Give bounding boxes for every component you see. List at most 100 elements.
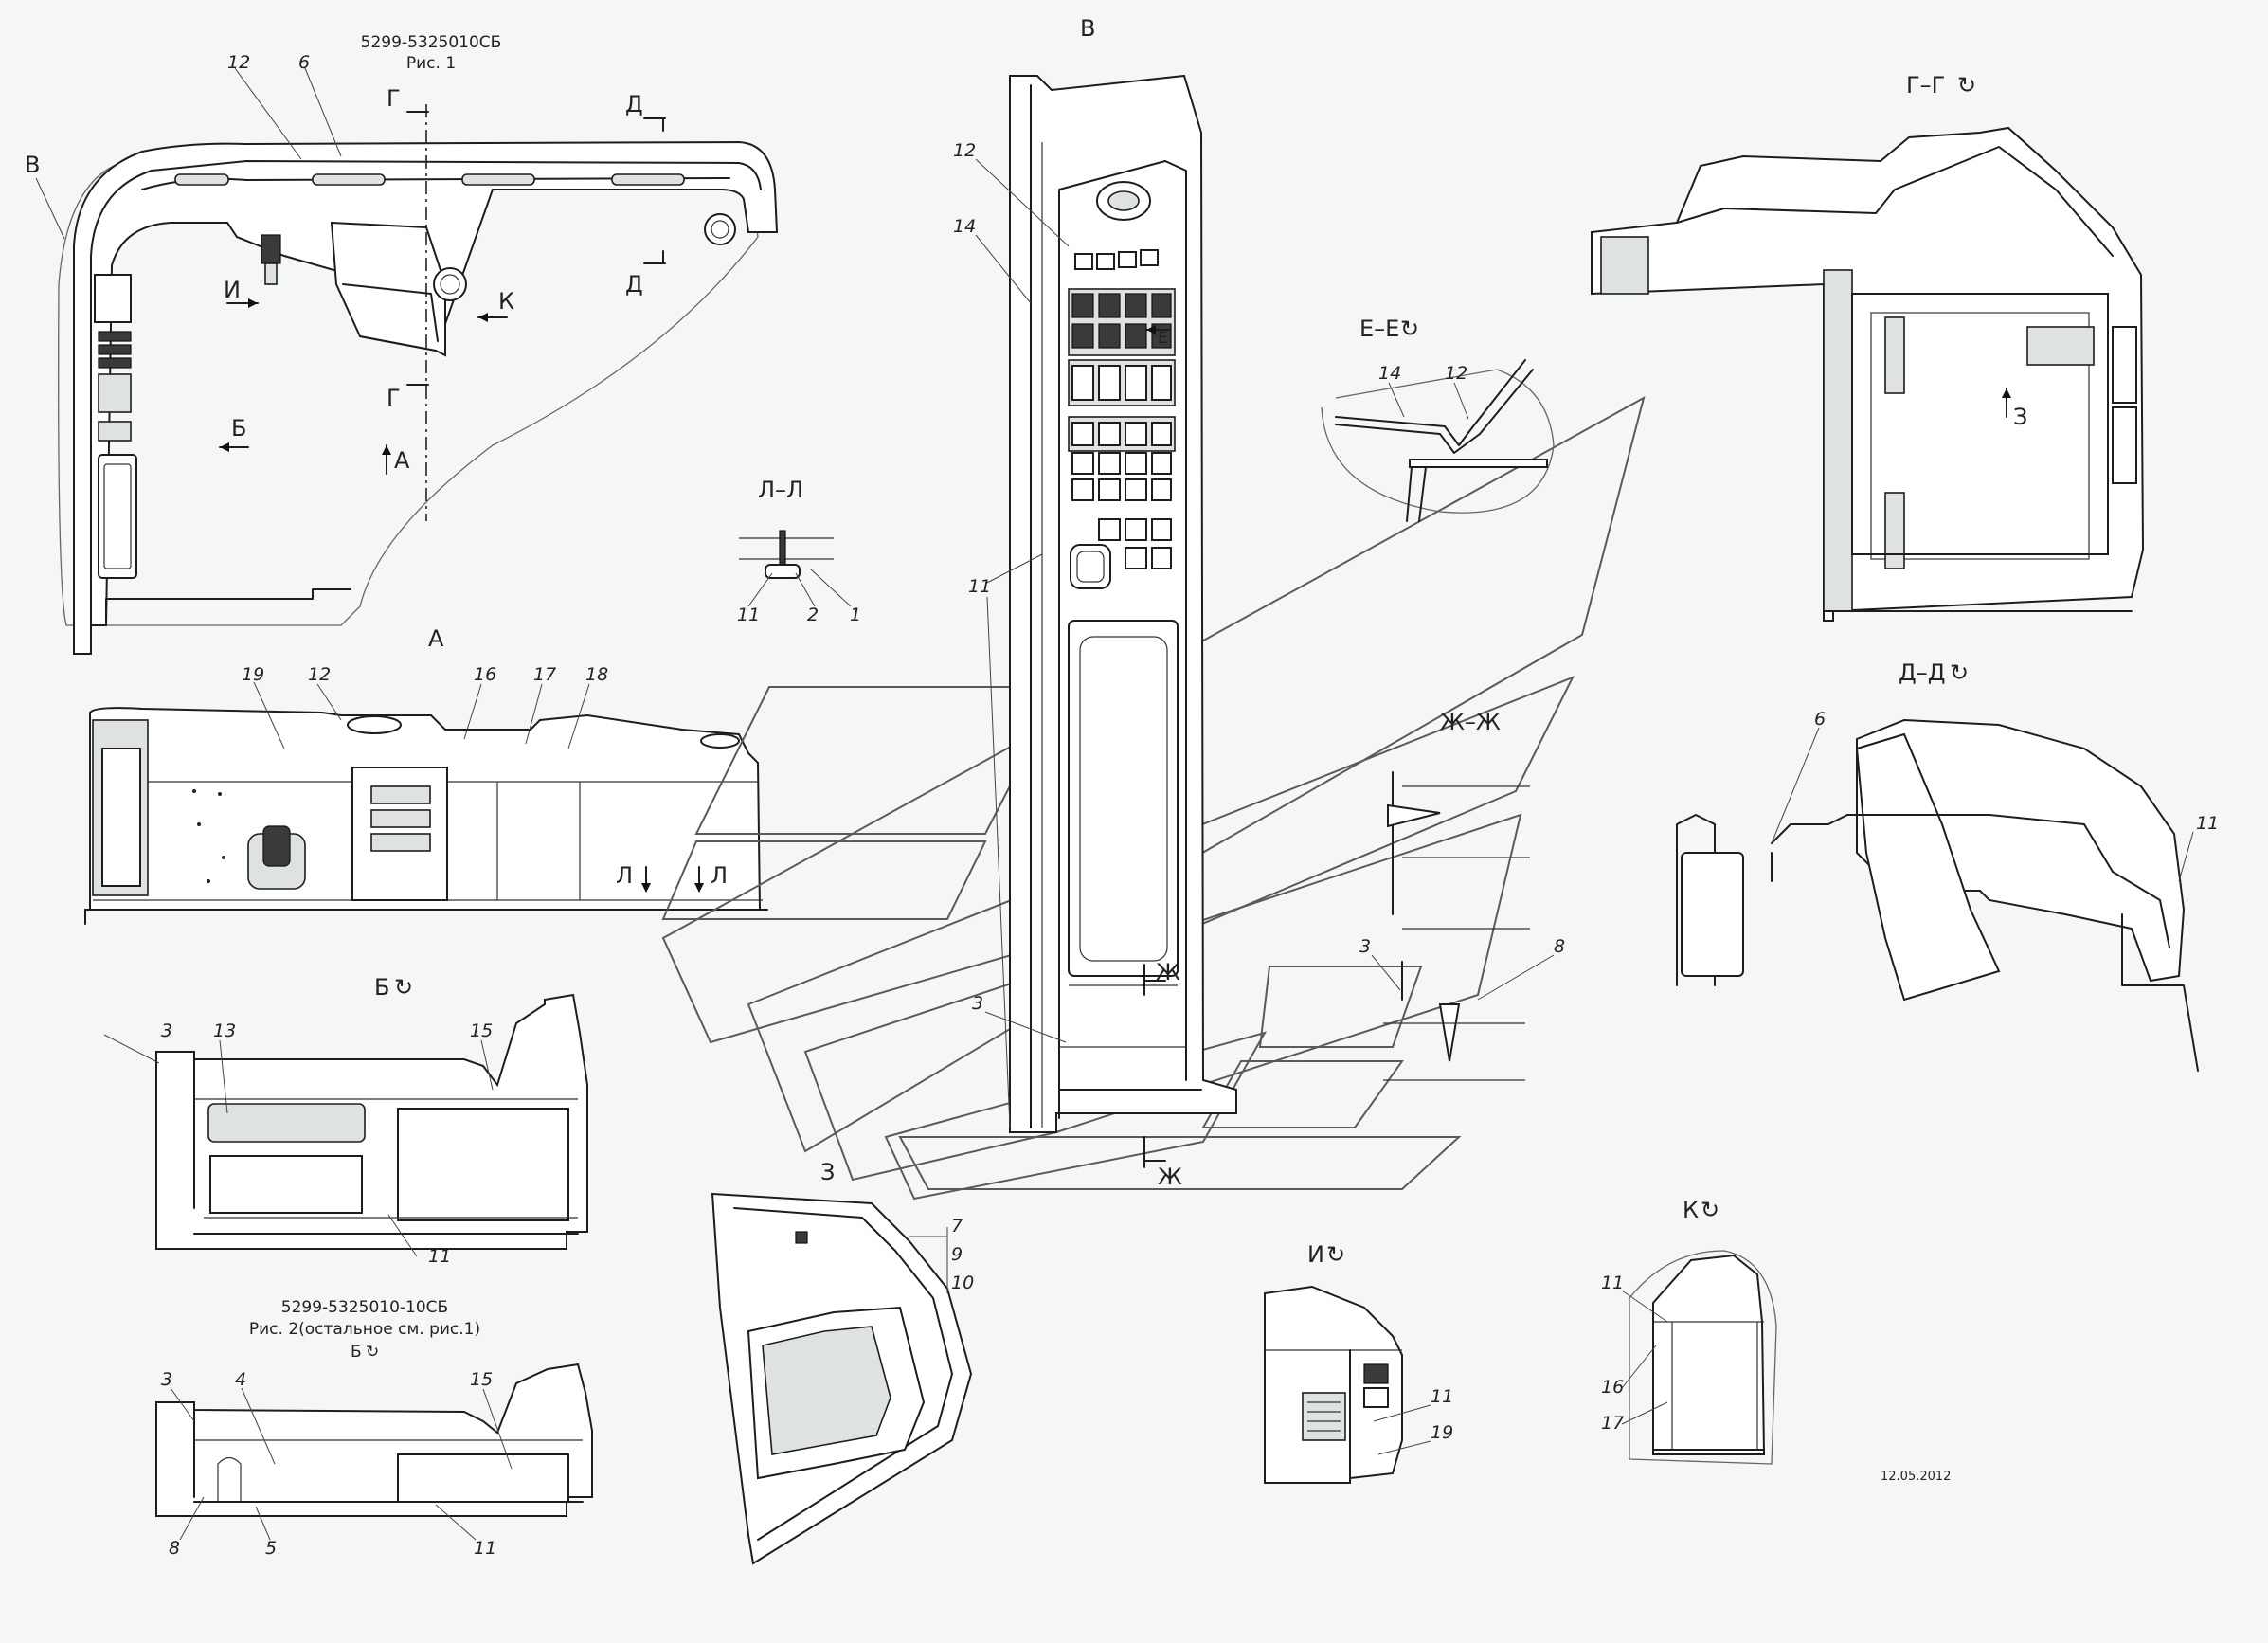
part-2: 2 bbox=[807, 605, 819, 625]
part-11: 11 bbox=[1431, 1386, 1453, 1407]
part-11: 11 bbox=[1601, 1273, 1624, 1293]
top-vent bbox=[700, 733, 740, 749]
view-z-label: З bbox=[820, 1159, 835, 1185]
leader bbox=[809, 568, 852, 607]
fig2-caption: Рис. 2(остальное см. рис.1) bbox=[249, 1320, 480, 1339]
panel-button bbox=[1074, 253, 1093, 270]
part-12: 12 bbox=[1445, 363, 1467, 384]
part-4: 4 bbox=[235, 1369, 246, 1390]
drawing-date: 12.05.2012 bbox=[1881, 1470, 1951, 1484]
panel-outer bbox=[1009, 74, 1237, 1133]
switch bbox=[1071, 365, 1094, 401]
view-b-lower-panel bbox=[209, 1155, 363, 1214]
round-gauge-inner bbox=[440, 274, 460, 295]
section-d-d: Д–Д ↻ 6 11 bbox=[1676, 659, 2219, 1072]
leader bbox=[747, 572, 773, 607]
view-i-switch bbox=[1363, 1363, 1389, 1384]
switch-row bbox=[98, 344, 132, 355]
marker-zh-top: Ж bbox=[1156, 959, 1180, 985]
leader bbox=[482, 1388, 513, 1470]
part-11: 11 bbox=[2196, 813, 2219, 834]
screw-bottom bbox=[1438, 1003, 1461, 1062]
keypad bbox=[98, 373, 132, 413]
square-gauge-inner bbox=[1076, 551, 1105, 583]
part-17: 17 bbox=[1601, 1413, 1624, 1434]
view-i-body bbox=[1264, 1285, 1403, 1484]
section-l-label: Л–Л bbox=[758, 477, 803, 503]
fig2-title: 5299-5325010-10СБ Рис. 2(остальное см. р… bbox=[249, 1298, 480, 1362]
marker-d-top: Д bbox=[625, 91, 643, 117]
fig2-code: 5299-5325010-10СБ bbox=[281, 1298, 448, 1317]
callout-connectors bbox=[661, 396, 1646, 1201]
leader bbox=[1373, 1404, 1431, 1422]
part-14: 14 bbox=[953, 216, 976, 237]
small-switches bbox=[98, 421, 132, 442]
part-8: 8 bbox=[1554, 936, 1565, 957]
leader bbox=[975, 234, 1032, 304]
fastener bbox=[779, 530, 786, 566]
vent-slot bbox=[312, 173, 386, 186]
section-g-side bbox=[2112, 326, 2137, 404]
part-13: 13 bbox=[213, 1020, 236, 1041]
lever-grip bbox=[262, 825, 291, 867]
leader bbox=[179, 1496, 205, 1541]
part-12: 12 bbox=[953, 140, 976, 161]
leader bbox=[525, 683, 543, 745]
connector bbox=[661, 840, 987, 920]
section-e-plate bbox=[1409, 459, 1548, 468]
switch bbox=[1125, 547, 1147, 569]
switch bbox=[1151, 365, 1172, 401]
leader bbox=[567, 683, 590, 749]
round-vent-inner bbox=[711, 220, 729, 239]
glovebox bbox=[98, 454, 137, 579]
leader bbox=[1388, 382, 1405, 418]
panel-button bbox=[1118, 251, 1137, 268]
arrow-head bbox=[248, 298, 258, 308]
plan-view-label: В bbox=[25, 152, 40, 178]
switch bbox=[1098, 518, 1121, 541]
switch bbox=[1151, 518, 1172, 541]
marker-l-right: Л bbox=[711, 862, 728, 889]
leader bbox=[463, 683, 482, 740]
leader bbox=[1771, 727, 1820, 844]
arrow-head bbox=[2002, 388, 2011, 398]
section-e-e: Е–Е ↻ 14 12 bbox=[1321, 316, 1555, 522]
view-v: В bbox=[953, 15, 1237, 1190]
leader bbox=[1371, 954, 1401, 991]
rotation-symbol: ↻ bbox=[366, 1343, 379, 1362]
rotation-symbol: ↻ bbox=[1950, 659, 1969, 686]
marker-b: Б bbox=[231, 415, 246, 442]
cabinet-slot bbox=[370, 833, 431, 852]
section-zh-label: Ж–Ж bbox=[1440, 709, 1501, 735]
switch bbox=[1151, 478, 1172, 501]
marker-a: А bbox=[394, 447, 410, 474]
section-d-label: Д–Д bbox=[1899, 659, 1946, 686]
leader bbox=[255, 1506, 271, 1541]
leader bbox=[986, 553, 1043, 584]
view-i-vent bbox=[1302, 1392, 1346, 1441]
section-g-label: Г–Г bbox=[1906, 72, 1945, 99]
view-v-label: В bbox=[1080, 15, 1095, 42]
switch bbox=[1151, 422, 1172, 446]
switch bbox=[1098, 478, 1121, 501]
left-panel-block bbox=[94, 274, 132, 323]
switch bbox=[1151, 293, 1172, 318]
front-view-a: А Л Л 19 bbox=[84, 625, 768, 925]
part-18: 18 bbox=[585, 664, 608, 685]
leader bbox=[986, 596, 1011, 1128]
round-gauge bbox=[433, 267, 467, 301]
arrow-head bbox=[1146, 325, 1156, 334]
section-g-bracket bbox=[2026, 326, 2095, 366]
marker-z: З bbox=[2013, 404, 2027, 430]
rivet bbox=[197, 822, 201, 826]
rotation-symbol: ↻ bbox=[1957, 72, 1976, 99]
part-8: 8 bbox=[169, 1538, 180, 1559]
leader bbox=[253, 681, 285, 749]
part-1: 1 bbox=[850, 605, 861, 625]
section-e-profile bbox=[1335, 369, 1534, 454]
panel-button bbox=[1096, 253, 1115, 270]
marker-k: К bbox=[498, 288, 514, 315]
switch bbox=[1098, 323, 1121, 349]
top-vent bbox=[347, 715, 402, 734]
section-zh-zh: Ж–Ж 3 8 bbox=[1359, 709, 1565, 1081]
